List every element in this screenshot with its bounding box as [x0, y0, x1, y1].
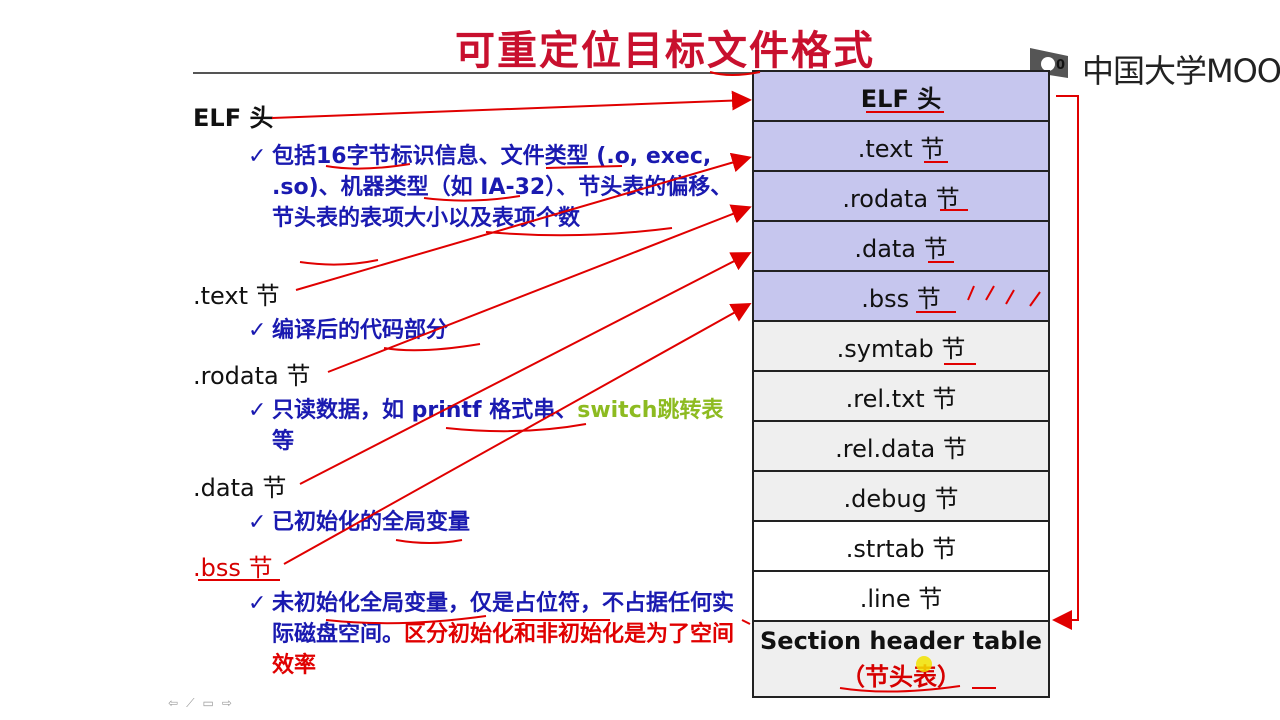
heading-rodata: .rodata 节 — [193, 362, 311, 390]
rodata-jump-table: 跳转表 — [657, 398, 724, 423]
bullet-elf: ✓ 包括16字节标识信息、文件类型 (.o, exec, .so)、机器类型（如… — [248, 141, 732, 265]
section-rel-txt: .rel.txt 节 — [754, 372, 1048, 422]
slide-nav: ⇦⟋▭⇨ — [168, 696, 240, 711]
bullet-data-text: 已初始化的全局变量 — [272, 510, 471, 535]
menu-icon[interactable]: ▭ — [202, 696, 222, 710]
bullet-elf-text: 包括16字节标识信息、文件类型 (.o, exec, .so)、机器类型（如 I… — [272, 144, 733, 231]
heading-elf: ELF 头 — [193, 104, 274, 132]
bullet-text-text: 编译后的代码部分 — [272, 318, 449, 343]
mooc-logo-text: 中国大学MOOC — [1082, 52, 1280, 90]
section-header-table: Section header table （节头表） — [754, 622, 1048, 696]
bullet-bss: ✓ 未初始化全局变量，仅是占位符，不占据任何实际磁盘空间。区分初始化和非初始化是… — [248, 588, 734, 682]
check-icon: ✓ — [248, 318, 267, 343]
check-icon: ✓ — [248, 144, 267, 169]
title-divider — [193, 72, 753, 74]
check-icon: ✓ — [248, 398, 267, 423]
section-rodata: .rodata 节 — [754, 172, 1048, 222]
heading-text: .text 节 — [193, 282, 280, 310]
bracket-elf-to-sht — [1052, 95, 1079, 630]
rodata-switch: switch — [577, 398, 658, 423]
bullet-rodata: ✓ 只读数据，如 printf 格式串、switch跳转表等 — [248, 395, 728, 457]
heading-data: .data 节 — [193, 474, 287, 502]
section-rel-data: .rel.data 节 — [754, 422, 1048, 472]
elf-section-stack: ELF 头 .text 节 .rodata 节 .data 节 .bss 节 .… — [752, 70, 1050, 698]
section-data: .data 节 — [754, 222, 1048, 272]
bullet-bss-text: 未初始化全局变量，仅是占位符，不占据任何实际磁盘空间。区分初始化和非初始化是为了… — [272, 588, 742, 681]
prev-icon[interactable]: ⇦ — [168, 696, 187, 710]
section-line: .line 节 — [754, 572, 1048, 622]
section-bss: .bss 节 — [754, 272, 1048, 322]
section-strtab: .strtab 节 — [754, 522, 1048, 572]
bss-text-red: 区分初始化和非初始化是为了空间效率 — [272, 622, 735, 678]
check-icon: ✓ — [248, 591, 267, 616]
bullet-text: ✓ 编译后的代码部分 — [248, 315, 728, 347]
annotation-tick — [741, 619, 751, 625]
section-header-table-sub: （节头表） — [841, 662, 961, 691]
rodata-text-a: 只读数据，如 printf 格式串、 — [272, 398, 578, 423]
pen-icon[interactable]: ⟋ — [186, 696, 203, 710]
bss-text-a: 未初始化全局变量，仅是占位符，不占据任何实际磁盘空间。 — [272, 591, 735, 647]
section-text: .text 节 — [754, 122, 1048, 172]
section-symtab: .symtab 节 — [754, 322, 1048, 372]
section-header-table-label: Section header table — [760, 626, 1042, 655]
heading-bss: .bss 节 — [193, 554, 273, 582]
bullet-rodata-text: 只读数据，如 printf 格式串、switch跳转表等 — [272, 395, 742, 457]
slide-title: 可重定位目标文件格式 — [455, 28, 875, 74]
bullet-data: ✓ 已初始化的全局变量 — [248, 507, 728, 539]
section-debug: .debug 节 — [754, 472, 1048, 522]
underline-data-bullet — [395, 539, 463, 544]
arrow-elf — [271, 90, 752, 119]
logo-badge-number: 0 — [1056, 58, 1066, 73]
rodata-text-end: 等 — [272, 429, 295, 454]
next-icon[interactable]: ⇨ — [221, 696, 240, 710]
section-elf-header: ELF 头 — [754, 72, 1048, 122]
check-icon: ✓ — [248, 510, 267, 535]
